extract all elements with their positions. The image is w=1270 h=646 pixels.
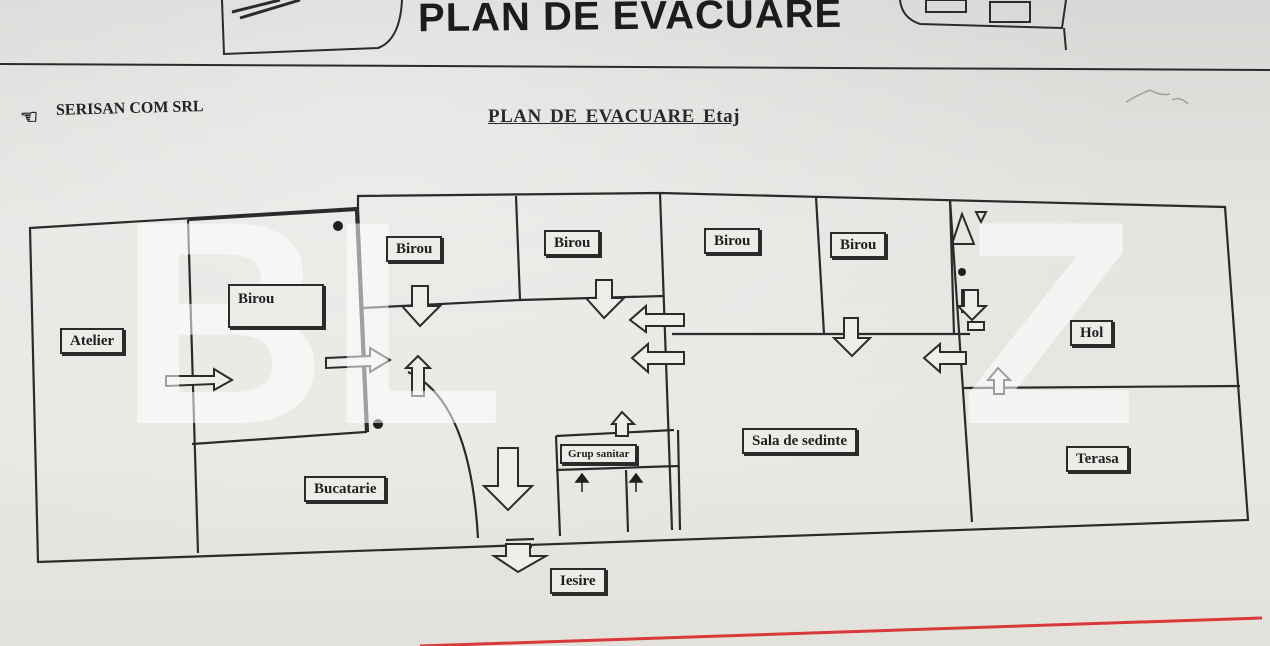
marker-dots [333, 221, 966, 429]
room-label-birou-2: Birou [386, 236, 443, 262]
room-label-birou-5: Birou [830, 232, 887, 258]
room-label-birou-1: Birou [228, 284, 324, 328]
room-label-sala-de-sedinte: Sala de sedinte [742, 428, 858, 454]
plan-subtitle: PLAN DE EVACUARE Etaj [488, 106, 740, 127]
room-label-birou-3: Birou [544, 230, 601, 256]
company-label: SERISAN COM SRL [55, 98, 204, 119]
evacuation-arrows [165, 279, 1013, 574]
room-label-hol: Hol [1070, 320, 1114, 346]
room-label-grup-sanitar: Grup sanitar [560, 444, 638, 464]
room-label-birou-4: Birou [704, 228, 761, 254]
header-frame [0, 0, 1270, 71]
company-name: ☜ SERISAN COM SRL [20, 98, 204, 129]
bottom-red-line [419, 616, 1263, 646]
sanitar-arrows [574, 472, 644, 492]
room-label-terasa: Terasa [1066, 446, 1129, 472]
page-title: PLAN DE EVACUARE [417, 0, 843, 41]
room-label-atelier: Atelier [60, 328, 125, 354]
cursor-icon: ☜ [19, 106, 39, 129]
room-label-bucatarie: Bucatarie [304, 476, 387, 502]
pencil-note [1125, 89, 1189, 105]
room-label-iesire: Iesire [550, 568, 606, 594]
